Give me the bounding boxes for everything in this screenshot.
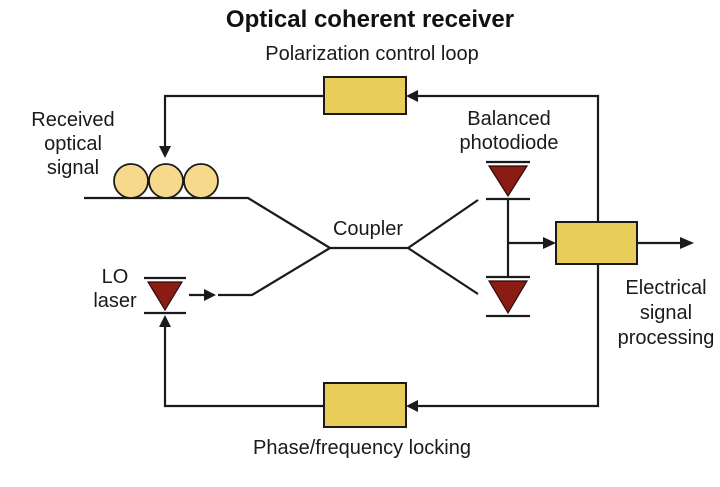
coupler-output-lower xyxy=(407,247,479,295)
electrical-signal-processing-label: Electrical signal processing xyxy=(618,277,715,349)
svg-text:laser: laser xyxy=(93,290,137,312)
received-optical-signal-label: Received optical signal xyxy=(31,109,114,179)
lo-laser-label: LO laser xyxy=(93,266,137,312)
lo-fiber xyxy=(218,247,331,297)
arrow-right-icon xyxy=(543,237,556,249)
polarization-control-box xyxy=(323,76,407,115)
balanced-photodiode-icon xyxy=(486,160,530,318)
phase-frequency-locking-label: Phase/frequency locking xyxy=(253,437,471,459)
signal-processing-box xyxy=(555,221,638,265)
svg-text:signal: signal xyxy=(47,157,99,179)
balanced-photodiode-label: Balanced photodiode xyxy=(460,108,559,154)
lo-laser-diode-icon xyxy=(144,276,186,315)
svg-text:LO: LO xyxy=(102,266,129,288)
svg-text:signal: signal xyxy=(640,302,692,324)
coupler-label: Coupler xyxy=(333,218,403,240)
svg-text:photodiode: photodiode xyxy=(460,132,559,154)
arrow-down-icon xyxy=(159,146,171,158)
svg-text:Received: Received xyxy=(31,109,114,131)
diagram-title: Optical coherent receiver xyxy=(226,6,514,33)
signal-fiber xyxy=(84,196,479,250)
polarization-control-loop-label: Polarization control loop xyxy=(265,43,478,65)
polarization-feedback-wire xyxy=(159,90,600,222)
svg-text:Balanced: Balanced xyxy=(467,108,550,130)
polarization-controller xyxy=(113,163,219,199)
arrow-right-icon xyxy=(204,289,216,301)
phase-locking-box xyxy=(323,382,407,428)
phase-feedback-wire xyxy=(159,264,600,412)
svg-text:processing: processing xyxy=(618,327,715,349)
svg-text:Electrical: Electrical xyxy=(625,277,706,299)
svg-text:optical: optical xyxy=(44,133,102,155)
arrow-left-icon xyxy=(406,400,418,412)
arrow-right-icon xyxy=(680,237,694,249)
arrow-left-icon xyxy=(406,90,418,102)
arrow-up-icon xyxy=(159,315,171,327)
